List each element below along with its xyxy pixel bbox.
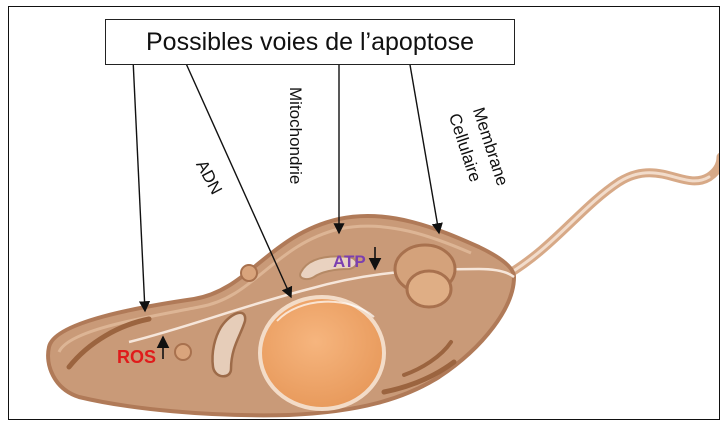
vesicle-ros: [175, 344, 191, 360]
vesicle-small: [241, 265, 257, 281]
title-box: Possibles voies de l’apoptose: [105, 19, 515, 65]
nucleus: [260, 297, 384, 409]
arrow-ros: [133, 59, 145, 311]
diagram-title: Possibles voies de l’apoptose: [146, 28, 474, 57]
label-mitochondrie: Mitochondrie: [285, 87, 305, 184]
arrow-membrane: [409, 59, 439, 233]
label-ros: ROS: [117, 347, 156, 368]
flagellum: [507, 157, 720, 275]
cell-illustration: [9, 7, 720, 420]
diagram-frame: Possibles voies de l’apoptose ADN Mitoch…: [8, 6, 720, 420]
label-atp: ATP: [333, 252, 366, 272]
